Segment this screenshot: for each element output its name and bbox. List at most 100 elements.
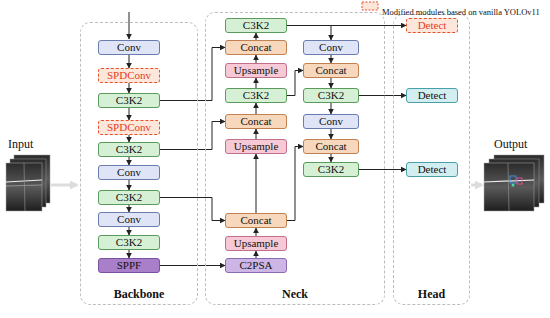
layer-name: C3K2	[243, 90, 269, 101]
layer-name: Upsample	[234, 65, 279, 76]
layer-box: C2PSA	[225, 258, 287, 273]
connector-arrow	[359, 95, 406, 96]
input-arrow	[129, 12, 130, 39]
io-label: Input	[8, 134, 33, 152]
layer-box: Upsample	[225, 63, 287, 78]
group-title: Head	[418, 288, 445, 300]
legend-entry: Modified modules based on vanilla YOLOv1…	[382, 1, 540, 19]
layer-name: SPDConv	[107, 70, 151, 81]
connector-arrow	[129, 180, 130, 190]
image-stripe	[484, 180, 534, 182]
connector-arrow	[331, 103, 332, 114]
layer-box: Conv	[98, 165, 160, 180]
connector-arrow	[359, 169, 406, 170]
layer-name: Conv	[319, 42, 343, 53]
connector-arrow	[129, 157, 130, 165]
layer-name: C3K2	[318, 164, 344, 175]
layer-name: SPPF	[117, 260, 141, 271]
layer-name: Upsample	[234, 238, 279, 249]
layer-box: SPDConv	[98, 120, 160, 135]
layer-name: Conv	[117, 214, 141, 225]
layer-name: SPDConv	[107, 122, 151, 133]
detection-box	[510, 176, 516, 183]
layer-name: Concat	[240, 116, 271, 127]
connector-arrow	[129, 83, 130, 93]
io-label-text: Output	[494, 137, 527, 151]
module-group: HeadDetectDetectDetect	[393, 14, 470, 305]
image-stripe	[24, 163, 25, 211]
connector-arrow	[160, 48, 225, 101]
layer-box: Upsample	[225, 236, 287, 251]
layer-box: Concat	[225, 114, 287, 129]
layer-name: C3K2	[116, 95, 142, 106]
connector-arrow	[160, 265, 225, 266]
output-image	[484, 155, 544, 211]
layer-box: Conv	[98, 212, 160, 227]
connector-arrow	[256, 103, 257, 114]
connector-arrow	[287, 147, 303, 221]
layer-box: Concat	[303, 139, 359, 154]
image-stripe	[6, 180, 42, 182]
layer-box: Conv	[303, 114, 359, 129]
image-stripe	[6, 185, 42, 186]
connector-arrow	[287, 71, 303, 96]
input-image	[6, 155, 50, 211]
connector-arrow	[129, 227, 130, 235]
layer-box: Detect	[406, 88, 458, 103]
layer-box: Conv	[98, 40, 160, 55]
layer-box: C3K2	[98, 190, 160, 205]
layer-name: Detect	[418, 164, 447, 175]
layer-name: Concat	[240, 42, 271, 53]
connector-arrow	[129, 135, 130, 142]
layer-box: C3K2	[98, 142, 160, 157]
layer-name: Conv	[117, 167, 141, 178]
connector-arrow	[331, 78, 332, 88]
layer-box: C3K2	[303, 162, 359, 177]
layer-box: Concat	[303, 63, 359, 78]
module-group: NeckC3K2ConcatUpsampleC3K2ConcatUpsample…	[205, 12, 385, 305]
connector-arrow	[331, 55, 332, 63]
layer-name: Concat	[240, 215, 271, 226]
image-frame	[6, 163, 42, 211]
group-title: Backbone	[114, 288, 165, 300]
module-group: BackboneConvSPDConvC3K2SPDConvC3K2ConvC3…	[80, 22, 198, 305]
layer-box: C3K2	[225, 18, 287, 33]
layer-box: Detect	[406, 18, 458, 33]
layer-box: SPPF	[98, 258, 160, 273]
image-stripe	[508, 163, 509, 211]
detection-dot	[512, 184, 515, 187]
connector-arrow	[129, 55, 130, 68]
layer-box: C3K2	[303, 88, 359, 103]
layer-name: C3K2	[116, 237, 142, 248]
layer-name: Detect	[418, 20, 447, 31]
layer-name: C3K2	[116, 144, 142, 155]
legend-swatch	[362, 2, 378, 10]
legend-text: Modified modules based on vanilla YOLOv1…	[382, 7, 540, 17]
layer-name: C3K2	[116, 192, 142, 203]
connector-arrow	[256, 154, 257, 213]
layer-box: C3K2	[98, 235, 160, 250]
layer-name: Concat	[315, 65, 346, 76]
io-label: Output	[494, 134, 527, 152]
layer-box: C3K2	[98, 93, 160, 108]
layer-box: Detect	[406, 162, 458, 177]
image-frame	[484, 163, 534, 211]
flow-arrow	[51, 184, 77, 187]
layer-box: Concat	[225, 213, 287, 228]
detection-box	[517, 178, 522, 184]
layer-box: Concat	[225, 40, 287, 55]
io-label-text: Input	[8, 137, 33, 151]
connector-arrow	[256, 251, 257, 258]
connector-arrow	[129, 205, 130, 212]
layer-name: C2PSA	[239, 260, 272, 271]
connector-arrow	[256, 55, 257, 63]
layer-name: Conv	[319, 116, 343, 127]
connector-arrow	[160, 122, 225, 150]
connector-arrow	[331, 154, 332, 162]
layer-name: C3K2	[243, 20, 269, 31]
connector-arrow	[160, 198, 225, 221]
layer-name: Detect	[418, 90, 447, 101]
connector-arrow	[331, 129, 332, 139]
connector-arrow	[256, 129, 257, 139]
